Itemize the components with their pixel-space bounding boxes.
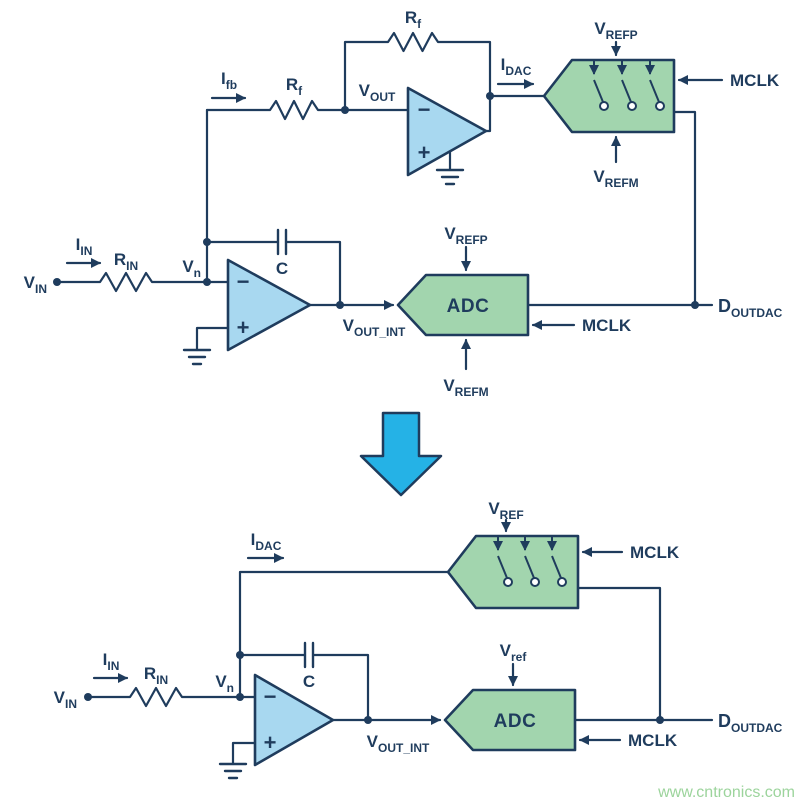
vin-terminal-dot xyxy=(53,278,61,286)
vout-label: VOUT xyxy=(359,81,396,104)
adc-mclk-label: MCLK xyxy=(582,316,632,335)
dac-feedback-wire xyxy=(238,570,450,699)
dac-switch-3 xyxy=(645,60,665,111)
vn-node-dot xyxy=(203,278,211,286)
integrator-capacitor xyxy=(276,228,288,256)
dac-block xyxy=(446,534,580,610)
iin-label: IIN xyxy=(103,650,120,673)
idac-label: IDAC xyxy=(501,55,532,78)
bottom-wires xyxy=(86,570,714,725)
doutdac-junction-dot xyxy=(691,301,699,309)
dac-shape xyxy=(542,58,676,134)
dac-branch-dot xyxy=(486,92,494,100)
transition-down-arrow xyxy=(359,411,443,497)
adc-label: ADC xyxy=(447,296,490,317)
vin-terminal-dot xyxy=(84,693,92,701)
doutdac-label: DOUTDAC xyxy=(718,296,783,320)
top-wires xyxy=(55,31,714,310)
dac-output-wire xyxy=(672,110,697,307)
vn-node-dot xyxy=(236,693,244,701)
opamp-minus-sign: − xyxy=(237,269,250,294)
opamp-triangle xyxy=(406,86,488,177)
adc-block: ADC xyxy=(396,273,530,337)
vn-label: Vn xyxy=(215,672,234,695)
vout-node-dot xyxy=(341,106,349,114)
rf-input-resistor xyxy=(205,99,410,121)
adc-vrefm-label: VREFM xyxy=(443,376,488,399)
bottom-circuit: VIN IIN RIN Vn IDAC C − + VOUT_INT xyxy=(54,499,783,780)
watermark: www.cntronics.com xyxy=(657,784,795,801)
cap-output-junction-dot xyxy=(336,301,344,309)
feedback-opamp: − + xyxy=(406,86,488,186)
cap-branch-wire xyxy=(238,653,370,722)
opamp-minus-sign: − xyxy=(418,97,431,122)
integrator-opamp: − + xyxy=(218,673,335,780)
vout-int-label: VOUT_INT xyxy=(343,316,406,339)
dac-switch-1 xyxy=(493,536,513,587)
vn-label: Vn xyxy=(182,257,201,280)
integrator-opamp: − + xyxy=(182,258,312,366)
rf-top-feedback-resistor xyxy=(343,31,492,133)
cap-tee-dot xyxy=(203,238,211,246)
doutdac-junction-dot xyxy=(656,716,664,724)
opamp-triangle xyxy=(253,673,335,767)
dac-output-wire xyxy=(576,586,662,722)
rin-label: RIN xyxy=(114,250,138,273)
opamp-ground-wire xyxy=(195,326,230,352)
dac-mclk-label: MCLK xyxy=(630,543,680,562)
dac-mclk-label: MCLK xyxy=(730,71,780,90)
cap-label: C xyxy=(303,672,315,691)
vout-int-label: VOUT_INT xyxy=(367,732,430,755)
opamp-minus-sign: − xyxy=(264,684,277,709)
dac-switch-3 xyxy=(547,536,567,587)
dac-vref-label: VREF xyxy=(488,499,523,522)
dac-block xyxy=(542,58,676,134)
cap-tee-dot xyxy=(236,651,244,659)
integrator-capacitor xyxy=(303,641,315,669)
rin-label: RIN xyxy=(144,664,168,687)
rin-resistor xyxy=(86,686,257,708)
rf-feedback-label: Rf xyxy=(405,8,422,31)
adc-mclk-label: MCLK xyxy=(628,731,678,750)
vin-label: VIN xyxy=(54,688,77,711)
cap-branch-wire xyxy=(205,240,342,307)
opamp-ground-wire xyxy=(231,741,257,766)
opamp-plus-sign: + xyxy=(264,730,277,755)
dac-switch-1 xyxy=(589,60,609,111)
doutdac-label: DOUTDAC xyxy=(718,711,783,735)
adc-shape xyxy=(443,688,577,752)
rf-input-label: Rf xyxy=(286,75,303,98)
iin-label: IIN xyxy=(76,235,93,258)
cap-output-junction-dot xyxy=(364,716,372,724)
ground-symbol xyxy=(218,762,248,780)
cap-label: C xyxy=(276,259,288,278)
adc-vref-label: Vref xyxy=(500,641,528,664)
idac-label: IDAC xyxy=(251,530,282,553)
opamp-triangle xyxy=(226,258,312,352)
ground-symbol xyxy=(435,168,465,186)
dac-switch-2 xyxy=(520,536,540,587)
ifb-label: Ifb xyxy=(221,69,237,92)
opamp-plus-sign: + xyxy=(237,315,250,340)
adc-label: ADC xyxy=(494,711,537,732)
rin-resistor xyxy=(55,271,230,293)
dac-switch-2 xyxy=(617,60,637,111)
opamp-plus-sign: + xyxy=(418,140,431,165)
vin-label: VIN xyxy=(24,273,47,296)
dac-shape xyxy=(446,534,580,610)
dac-vrefp-label: VREFP xyxy=(594,19,637,42)
adc-vrefp-label: VREFP xyxy=(444,224,487,247)
dac-vrefm-label: VREFM xyxy=(593,167,638,190)
adc-shape xyxy=(396,273,530,337)
ground-symbol xyxy=(182,348,212,366)
adc-block: ADC xyxy=(443,688,577,752)
top-circuit: VIN IIN RIN Vn C − + VOUT_INT Ifb Rf Rf … xyxy=(24,8,783,399)
